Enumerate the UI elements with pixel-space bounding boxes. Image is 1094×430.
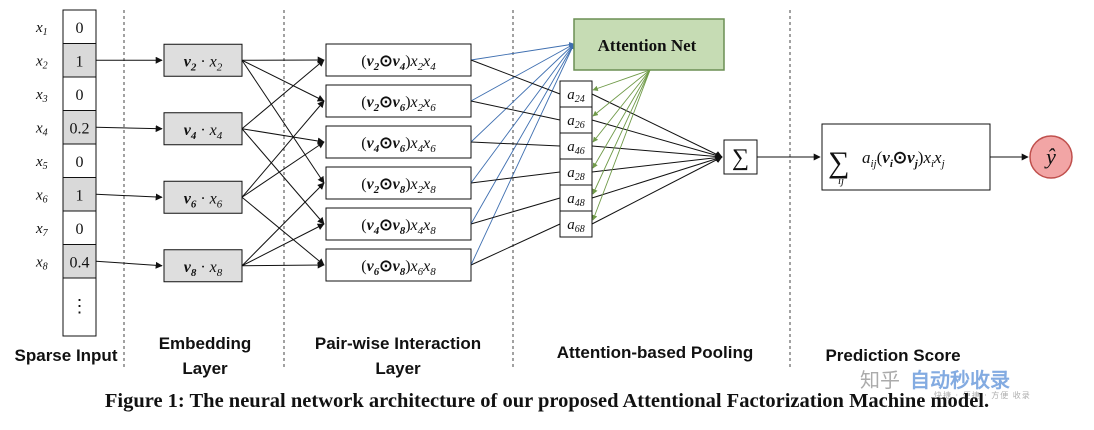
attention-to-weight-arrow [593,70,650,168]
input-var-label: x5 [35,154,48,172]
input-value: 0 [76,154,84,171]
embedding-interaction-arrows [242,60,324,266]
weight-to-sum-arrow [592,157,722,198]
layer-labels: Sparse Input Embedding Layer Pair-wise I… [15,334,961,378]
input-value: 0 [76,87,84,104]
input-value: 0 [76,20,84,37]
label-attention-pooling: Attention-based Pooling [557,343,753,362]
to-attention-arrow [471,44,574,60]
figure-caption: Figure 1: The neural network architectur… [0,390,1094,413]
output-node: ŷ [1030,136,1072,178]
input-value: 1 [76,53,84,70]
prediction-sum-index: ij [838,175,844,187]
sum-symbol: ∑ [732,145,749,171]
interaction-to-weight-line [471,172,560,183]
input-var-label: x6 [35,187,48,205]
output-label: ŷ [1044,144,1056,169]
label-embedding-1: Embedding [159,334,252,353]
label-embedding-2: Layer [182,359,228,378]
interaction-to-weight-line [471,101,560,120]
input-var-label: x8 [35,254,48,272]
attention-to-weight-arrows [593,70,650,220]
attention-net-label: Attention Net [598,36,697,55]
attention-to-weight-arrow [593,70,650,90]
input-var-label: x7 [35,221,49,239]
interaction-to-weight-line [471,198,560,224]
input-value: 0.4 [70,254,90,271]
embedding-to-interaction-arrow [242,101,324,197]
sum-node: ∑ [724,140,757,174]
embedding-to-interaction-arrow [242,265,324,266]
input-var-label: x3 [35,87,48,105]
embedding-to-interaction-arrow [242,129,324,142]
interaction-to-attention-arrows [471,44,574,265]
prediction-score-box: ∑ ij aij(vi⊙vj)xixj [822,124,990,190]
interaction-to-weight-line [471,60,560,94]
pairwise-interaction-layer: (v2⊙v4)x2x4(v2⊙v6)x2x6(v4⊙v6)x4x6(v2⊙v8)… [326,44,471,281]
embedding-to-interaction-arrow [242,183,324,266]
input-var-label: x2 [35,53,48,71]
input-to-embedding-arrow [96,127,162,129]
embedding-to-interaction-arrow [242,129,324,224]
watermark-right: 自动秒收录 [910,364,1010,393]
interaction-to-weight-line [471,224,560,265]
sparse-input-column: 0 1 0 0.2 0 1 0 0.4 ⋮ [63,10,96,336]
attention-net: Attention Net [574,19,724,70]
input-to-embedding-arrow [96,194,162,197]
to-attention-arrow [471,44,574,224]
input-value: 0.2 [70,120,90,137]
watermark-left: 知乎 [860,364,900,393]
label-pairwise-2: Layer [375,359,421,378]
embedding-to-interaction-arrow [242,224,324,266]
input-embedding-arrows [96,60,162,266]
weight-to-sum-arrow [592,157,722,224]
embedding-to-interaction-arrow [242,60,324,183]
input-value: 0 [76,221,84,238]
input-var-label: x1 [35,20,48,38]
embedding-to-interaction-arrow [242,197,324,265]
input-variable-labels: x1 x2 x3 x4 x5 x6 x7 x8 [35,20,49,273]
input-to-embedding-arrow [96,261,162,266]
input-var-label: x4 [35,120,48,138]
to-attention-arrow [471,44,574,183]
input-value: 1 [76,187,84,204]
to-attention-arrow [471,44,574,265]
attention-to-weight-arrow [593,70,650,194]
weight-to-sum-arrow [592,157,722,172]
embedding-to-interaction-arrow [242,142,324,197]
label-pairwise-1: Pair-wise Interaction [315,334,481,353]
input-ellipsis: ⋮ [71,296,89,316]
label-sparse-input: Sparse Input [15,346,118,365]
